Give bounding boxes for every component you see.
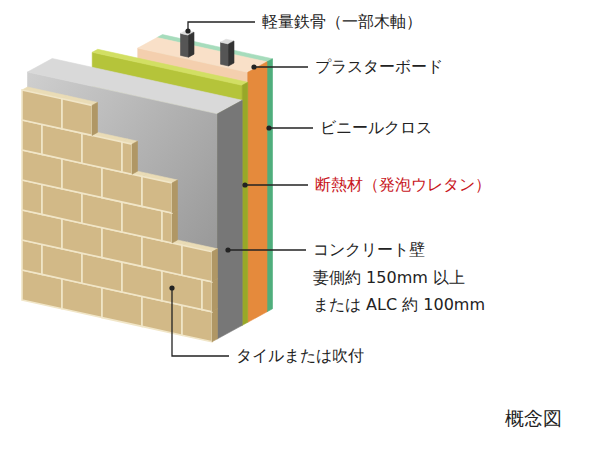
dimension-label: 妻側約 150mm 以上 bbox=[313, 268, 465, 287]
tile-side bbox=[212, 279, 218, 312]
steel-stud-front bbox=[221, 42, 229, 66]
steel-stud-side bbox=[229, 41, 235, 66]
tile-side bbox=[132, 141, 138, 174]
leader-dots bbox=[169, 28, 271, 290]
tile-side bbox=[172, 210, 178, 243]
tile-face bbox=[142, 236, 182, 275]
tile-face bbox=[22, 120, 42, 154]
plaster-board-side bbox=[248, 62, 267, 323]
part-label: プラスターボード bbox=[315, 57, 443, 76]
part-label: ビニールクロス bbox=[320, 118, 432, 137]
tile-side bbox=[212, 309, 218, 342]
tile-face bbox=[22, 240, 42, 274]
tile-face bbox=[22, 180, 42, 214]
dimension-label: または ALC 約 100mm bbox=[313, 295, 485, 314]
part-label: 軽量鉄骨（一部木軸） bbox=[262, 12, 422, 31]
tile-face bbox=[122, 142, 132, 174]
part-label: コンクリート壁 bbox=[313, 240, 425, 259]
leader-line bbox=[254, 66, 308, 67]
leader-line bbox=[269, 127, 313, 128]
tile-side bbox=[172, 180, 178, 213]
insulation-side bbox=[242, 82, 248, 325]
leader-dot bbox=[185, 28, 190, 33]
steel-stud-side bbox=[189, 32, 195, 57]
tile-side bbox=[212, 249, 218, 282]
tile-face bbox=[102, 168, 142, 207]
tile-face bbox=[82, 133, 122, 172]
leader-line bbox=[188, 22, 255, 31]
tile-face bbox=[202, 280, 212, 312]
tile-side bbox=[92, 102, 98, 135]
concrete-wall-side bbox=[218, 100, 243, 338]
leader-line bbox=[228, 249, 306, 250]
leader-dot bbox=[225, 247, 230, 252]
leader-dot bbox=[251, 64, 256, 69]
tile-face bbox=[142, 176, 172, 213]
leader-dot bbox=[169, 285, 174, 290]
tile-face bbox=[162, 211, 172, 243]
leader-dot bbox=[266, 125, 271, 130]
leader-lines bbox=[172, 22, 313, 356]
wall-layers bbox=[22, 30, 273, 341]
figure-note: 概念図 bbox=[505, 407, 562, 430]
leader-line bbox=[172, 288, 229, 356]
tile-face bbox=[62, 99, 92, 136]
steel-stud-front bbox=[181, 33, 189, 57]
leader-dot bbox=[242, 182, 247, 187]
tile-face bbox=[22, 90, 62, 129]
tile-face bbox=[182, 245, 212, 282]
part-label: 断熱材（発泡ウレタン） bbox=[315, 175, 491, 194]
leader-line bbox=[245, 184, 308, 185]
part-label: タイルまたは吹付 bbox=[236, 346, 364, 365]
